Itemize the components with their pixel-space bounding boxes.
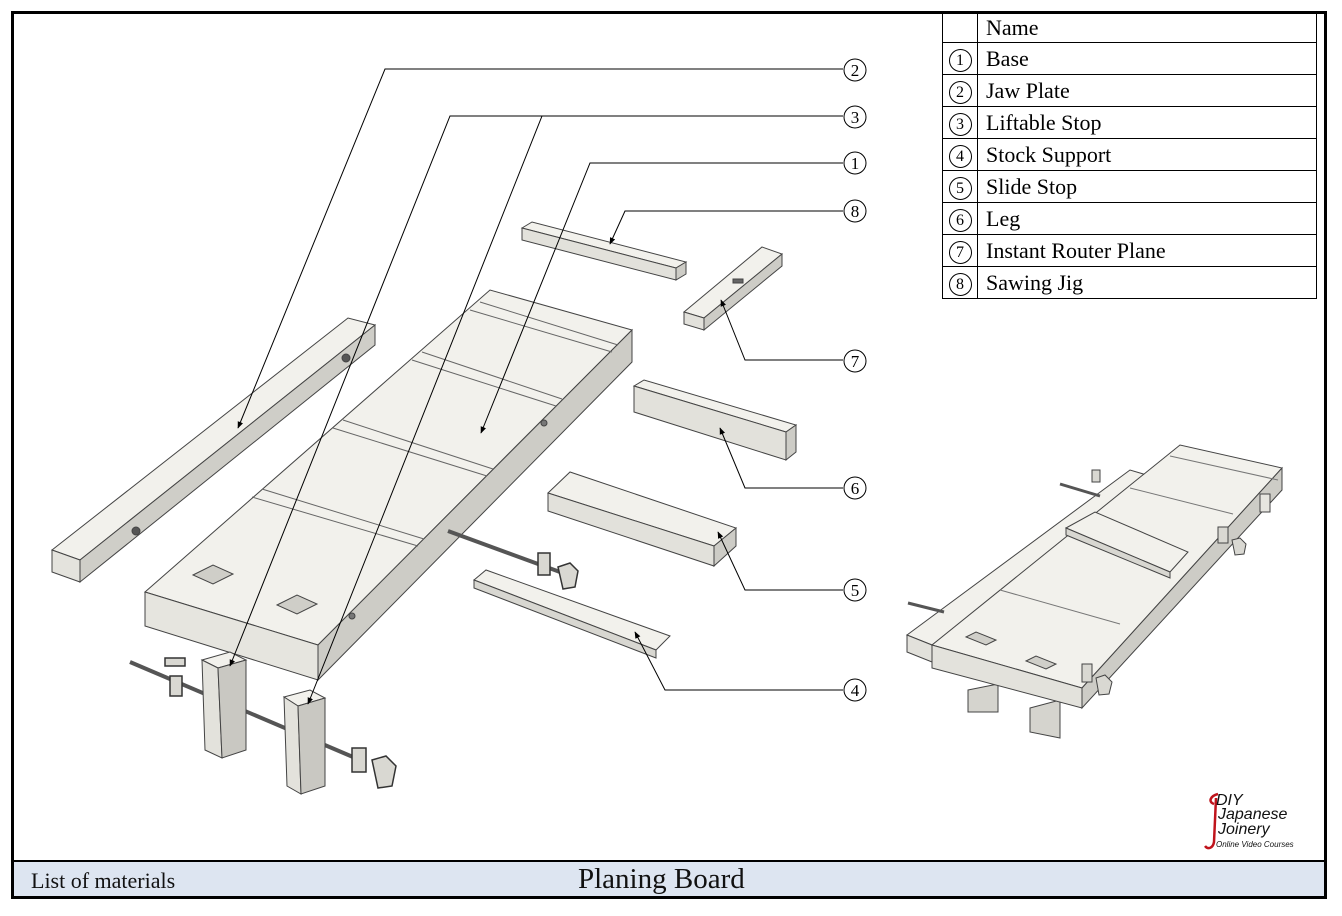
row-number: 4 bbox=[948, 145, 972, 168]
row-name: Slide Stop bbox=[977, 170, 1317, 203]
row-number: 7 bbox=[948, 241, 972, 264]
callout-7: 7 bbox=[843, 349, 867, 373]
row-name: Base bbox=[977, 42, 1317, 75]
svg-text:5: 5 bbox=[851, 581, 860, 600]
row-number: 1 bbox=[948, 49, 972, 72]
parts-table-header: Name bbox=[942, 14, 1317, 43]
assembled-view bbox=[905, 444, 1283, 739]
row-name: Jaw Plate bbox=[977, 74, 1317, 107]
instant-router-plane bbox=[682, 246, 784, 332]
jaw-plate bbox=[50, 317, 377, 584]
base-board bbox=[143, 289, 633, 682]
callout-3: 3 bbox=[843, 105, 867, 129]
table-row: 5 Slide Stop bbox=[942, 170, 1317, 203]
table-row: 7 Instant Router Plane bbox=[942, 234, 1317, 267]
clamp-rod-bottom bbox=[129, 657, 397, 789]
callout-2: 2 bbox=[843, 58, 867, 82]
svg-text:2: 2 bbox=[851, 61, 860, 80]
svg-text:3: 3 bbox=[851, 108, 860, 127]
stock-support bbox=[473, 569, 671, 659]
table-row: 4 Stock Support bbox=[942, 138, 1317, 171]
callout-bubbles: 2 3 1 8 7 6 5 4 bbox=[843, 58, 867, 702]
logo-line-1: DIY bbox=[1216, 792, 1243, 809]
svg-text:7: 7 bbox=[851, 352, 860, 371]
row-name: Stock Support bbox=[977, 138, 1317, 171]
title-block-footer: List of materials Planing Board bbox=[14, 860, 1324, 896]
svg-text:4: 4 bbox=[851, 681, 860, 700]
sawing-jig bbox=[520, 221, 688, 281]
row-name: Sawing Jig bbox=[977, 266, 1317, 299]
row-number: 2 bbox=[948, 81, 972, 104]
row-name: Leg bbox=[977, 202, 1317, 235]
svg-text:6: 6 bbox=[851, 479, 860, 498]
table-row: 1 Base bbox=[942, 42, 1317, 75]
parts-list-table: Name 1 Base 2 Jaw Plate 3 Liftable Stop … bbox=[942, 14, 1317, 299]
header-name-cell: Name bbox=[977, 14, 1317, 43]
logo-line-3: Joinery bbox=[1218, 821, 1270, 838]
drawing-title: Planing Board bbox=[578, 863, 745, 895]
footer-label: List of materials bbox=[31, 868, 176, 893]
slide-stop bbox=[547, 471, 738, 568]
logo-swash-icon bbox=[1204, 792, 1219, 850]
table-row: 2 Jaw Plate bbox=[942, 74, 1317, 107]
logo-line-4: Online Video Courses bbox=[1216, 840, 1294, 849]
row-name: Instant Router Plane bbox=[977, 234, 1317, 267]
svg-text:8: 8 bbox=[851, 202, 860, 221]
logo-line-2: Japanese bbox=[1218, 806, 1288, 823]
callout-5: 5 bbox=[843, 578, 867, 602]
diy-japanese-joinery-logo: DIY Japanese Joinery Online Video Course… bbox=[1204, 790, 1314, 852]
callout-4: 4 bbox=[843, 678, 867, 702]
leader-lines bbox=[229, 68, 843, 705]
row-name: Liftable Stop bbox=[977, 106, 1317, 139]
table-row: 3 Liftable Stop bbox=[942, 106, 1317, 139]
row-number: 6 bbox=[948, 209, 972, 232]
liftable-stop-right bbox=[282, 689, 327, 795]
row-number: 5 bbox=[948, 177, 972, 200]
leg bbox=[632, 379, 798, 462]
row-number: 3 bbox=[948, 113, 972, 136]
callout-8: 8 bbox=[843, 199, 867, 223]
clamp-rod-side bbox=[447, 529, 579, 590]
header-number-cell bbox=[942, 14, 978, 43]
liftable-stop-left bbox=[200, 651, 248, 759]
svg-text:1: 1 bbox=[851, 154, 860, 173]
row-number: 8 bbox=[948, 273, 972, 296]
table-row: 6 Leg bbox=[942, 202, 1317, 235]
callout-6: 6 bbox=[843, 476, 867, 500]
table-row: 8 Sawing Jig bbox=[942, 266, 1317, 299]
callout-1: 1 bbox=[843, 151, 867, 175]
